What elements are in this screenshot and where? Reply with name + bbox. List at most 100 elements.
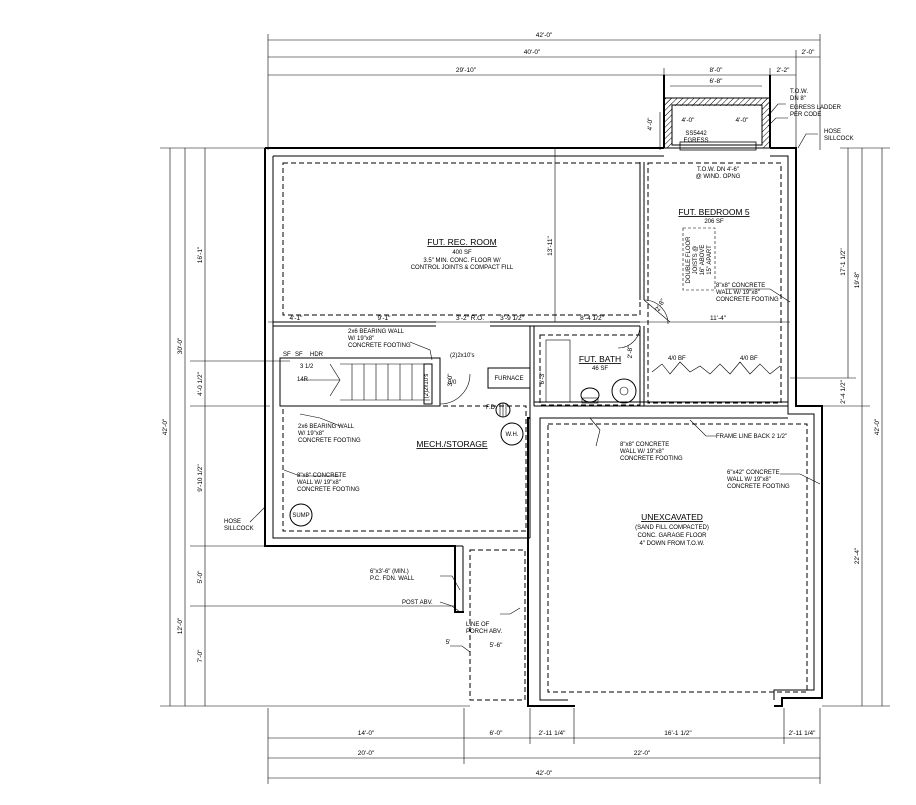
dim-int-11-4: 11'-4" — [710, 315, 727, 322]
dim-left-16: 16'-1" — [197, 246, 204, 263]
unexcavated-line1: (SAND FILL COMPACTED) — [635, 525, 709, 531]
dim-int-2-8a: 2'-8" — [654, 297, 667, 312]
bedroom-joists-3: 16" ABOVE — [700, 245, 706, 276]
dim-int-6-3: 6'-3" — [539, 371, 546, 385]
dim-window-depth: 4'-0" — [647, 117, 654, 131]
dim-right-17: 17'-1 1/2" — [840, 248, 847, 276]
dim-top-overall: 42'-0" — [536, 32, 553, 39]
frame-line-label: FRAME LINE BACK 2 1/2" — [716, 434, 787, 440]
top-dimension-labels: 42'-0" 40'-0" 2'-0" 29'-10" 8'-0" 2'-2" … — [456, 32, 815, 130]
rec-room-note1: 3.5" MIN. CONC. FLOOR W/ — [423, 258, 500, 264]
conc-right-1: 6"x42" CONCRETE — [727, 470, 780, 476]
pc-wall-2: P.C. FDN. WALL — [370, 576, 415, 582]
bf-label-2: 4/0 BF — [740, 356, 758, 362]
furnace-label: FURNACE — [494, 376, 523, 382]
window-label-1: SS5442 — [685, 131, 707, 137]
stair-sf-1: SF — [283, 352, 291, 358]
leader-lines — [249, 103, 821, 653]
stair-half: 3 1/2 — [300, 364, 314, 370]
rec-room-area: 400 SF — [452, 250, 472, 256]
dim-top-29: 29'-10" — [456, 67, 477, 74]
conc-bed-3: CONCRETE FOOTING — [716, 297, 779, 303]
rec-room-note2: CONTROL JOINTS & COMPACT FILL — [411, 265, 514, 271]
conc-right-3: CONCRETE FOOTING — [727, 484, 790, 490]
dim-top-40: 40'-0" — [524, 49, 541, 56]
egress-ladder-2: PER CODE — [790, 112, 821, 118]
tow-window-1: T.O.W. DN 4'-6" — [697, 167, 739, 173]
dim-int-13-11: 13'-11" — [547, 235, 554, 255]
conc-bed-1: 8"x8" CONCRETE — [716, 283, 765, 289]
rec-room-name: FUT. REC. ROOM — [427, 237, 496, 247]
conc-mid-2: WALL W/ 19"x8" — [620, 449, 664, 455]
hose-right-1: HOSE — [824, 129, 841, 135]
hose-right-2: SILLCOCK — [824, 136, 854, 142]
unexcavated-line3: 4" DOWN FROM T.O.W. — [639, 541, 704, 547]
conc-right-2: WALL W/ 19"x8" — [727, 477, 771, 483]
left-dimension-labels: 16'-1" 30'-0" 4'-0 1/2" 9'-10 1/2" 42'-0… — [162, 246, 204, 662]
dim-int-5: 5' — [446, 639, 451, 646]
conc-bed-2: WALL W/ 19"x8" — [716, 290, 760, 296]
callouts: T.O.W. DN 8" EGRESS LADDER PER CODE HOSE… — [224, 89, 854, 635]
dim-int-4-1: 4'-1" — [290, 315, 304, 322]
bottom-dimension-labels: 14'-0" 6'-0" 2'-11 1/4" 16'-1 1/2" 2'-11… — [358, 730, 816, 777]
room-outlines — [282, 162, 808, 701]
bearing-top-2: W/ 19"x8" — [348, 336, 374, 342]
dim-left-7: 7'-0" — [197, 649, 204, 663]
dim-right-2-4: 2'-4 1/2" — [840, 379, 847, 403]
dim-int-3-0: 3'-0" — [447, 373, 454, 387]
dim-top-6-8: 6'-8" — [710, 78, 724, 85]
dim-bot-14: 14'-0" — [358, 730, 375, 737]
stair-arrow-label: 5/0 — [448, 380, 457, 386]
conc-left-1: 8"x8" CONCRETE — [297, 473, 346, 479]
dim-top-2-2: 2'-2" — [777, 67, 791, 74]
dim-top-8: 8'-0" — [710, 67, 724, 74]
bearing-mid-3: CONCRETE FOOTING — [298, 438, 361, 444]
mech-name: MECH./STORAGE — [416, 439, 487, 449]
bath-area: 46 SF — [592, 366, 608, 372]
dim-int-2-8b: 2'-8" — [627, 345, 634, 359]
dim-bot-6: 6'-0" — [490, 730, 504, 737]
sump-label: SUMP — [292, 513, 309, 519]
bedroom-joists-1: DOUBLE FLOOR — [686, 236, 692, 284]
right-dimension-labels: 17'-1 1/2" 19'-8" 2'-4 1/2" 42'-0" 22'-4… — [840, 248, 881, 565]
bf-label-1: 4/0 BF — [668, 356, 686, 362]
room-mech: MECH./STORAGE — [416, 439, 487, 449]
dim-bot-overall: 42'-0" — [536, 770, 553, 777]
hose-left-1: HOSE — [224, 519, 241, 525]
porch-label-1: LINE OF — [466, 622, 490, 628]
dim-right-overall: 42'-0" — [874, 418, 881, 435]
hose-left-2: SILLCOCK — [224, 526, 254, 532]
conc-mid-1: 8"x8" CONCRETE — [620, 442, 669, 448]
dim-window-right: 4'-0" — [736, 117, 750, 124]
dim-bot-22: 22'-0" — [634, 750, 651, 757]
wh-label: W.H. — [506, 432, 519, 438]
stair-hdr: HDR — [310, 352, 324, 358]
bath-name: FUT. BATH — [579, 354, 621, 364]
dim-int-8-4: 8'-4 1/2" — [580, 315, 604, 322]
window-label-2: EGRESS — [683, 138, 708, 144]
dim-int-ro: 3'-2" R.O. — [456, 315, 484, 322]
header-label: (2)2x10's — [450, 353, 475, 359]
dim-int-3-9: 3'-9 1/2" — [500, 315, 524, 322]
dim-left-9: 9'-10 1/2" — [197, 464, 204, 492]
bearing-top-1: 2x6 BEARING WALL — [348, 329, 405, 335]
dim-bot-2-11-left: 2'-11 1/4" — [539, 730, 567, 737]
dim-bot-16: 16'-1 1/2" — [664, 730, 692, 737]
dim-left-5: 5'-0" — [197, 570, 204, 584]
dim-left-4: 4'-0 1/2" — [197, 371, 204, 395]
dim-left-30: 30'-0" — [177, 337, 184, 354]
bedroom-joists-2: JOISTS @ — [693, 246, 699, 275]
dim-left-12: 12'-0" — [177, 617, 184, 634]
dim-bot-2-11-right: 2'-11 1/4" — [789, 730, 817, 737]
fd-label: F.D. — [486, 405, 497, 411]
room-bedroom: FUT. BEDROOM 5 206 SF DOUBLE FLOOR JOIST… — [678, 207, 750, 291]
porch-label-2: PORCH ABV. — [466, 629, 502, 635]
egress-ladder-1: EGRESS LADDER — [790, 105, 842, 111]
unexcavated-name: UNEXCAVATED — [641, 512, 703, 522]
stair-header-label: (2)2x10's — [424, 374, 430, 399]
dim-left-overall: 42'-0" — [162, 418, 169, 435]
bearing-top-3: CONCRETE FOOTING — [348, 343, 411, 349]
dim-bot-20: 20'-0" — [358, 750, 375, 757]
tow-label-2: DN 8" — [790, 96, 806, 102]
